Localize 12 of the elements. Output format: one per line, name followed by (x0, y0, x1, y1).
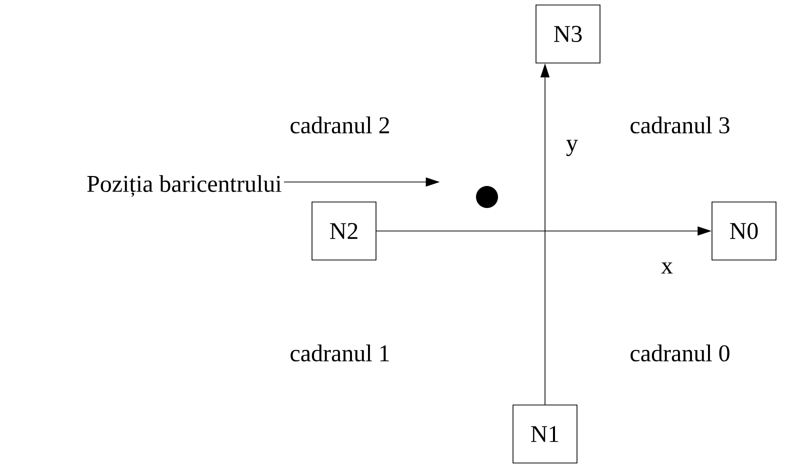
axis-label: y (566, 140, 578, 156)
quadrant-label: cadranul 2 (290, 116, 389, 134)
annotation-text: Poziția baricentrului (87, 175, 282, 197)
quadrant-label: cadranul 3 (630, 116, 730, 134)
centroid-dot (476, 186, 498, 208)
quadrant-label: cadranul 0 (630, 344, 730, 362)
node-box: N1 (512, 404, 578, 464)
node-box: N3 (536, 4, 600, 64)
quadrant-label: cadranul 1 (290, 344, 389, 362)
node-box: N2 (312, 202, 376, 260)
axis-label: x (661, 262, 673, 274)
node-box: N0 (712, 202, 776, 260)
